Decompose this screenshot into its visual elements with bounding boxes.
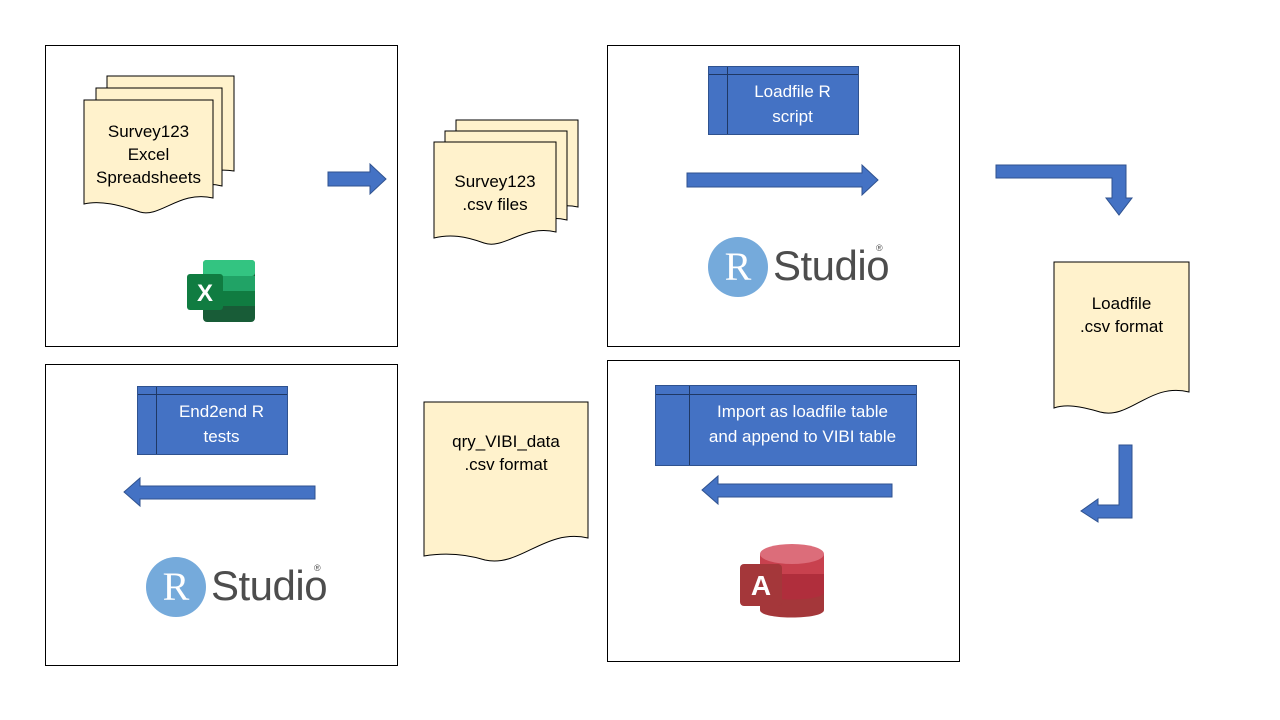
doc-survey-csv-label: Survey123 .csv files (454, 172, 536, 214)
arrow-left-2 (123, 476, 316, 508)
rstudio-word: Studio (773, 242, 890, 289)
arrow-bent-down (995, 164, 1134, 216)
process-import-append: Import as loadfile table and append to V… (655, 385, 917, 466)
rstudio-logo: R Studio ® (146, 557, 328, 617)
arrow-right-1 (327, 162, 387, 196)
rstudio-ball: R (708, 237, 768, 297)
rstudio-ball: R (146, 557, 206, 617)
arrow-left-1 (701, 474, 893, 506)
process-end2end-tests: End2end R tests (137, 386, 288, 455)
svg-text:X: X (197, 280, 213, 307)
access-icon: A (740, 544, 824, 618)
svg-text:A: A (751, 570, 771, 601)
arrow-bent-left (1080, 444, 1133, 523)
rstudio-reg: ® (314, 563, 321, 573)
doc-survey-excel-label: Survey123 Excel Spreadsheets (96, 122, 201, 187)
process-loadfile-label: Loadfile R script (754, 82, 831, 126)
process-import-label: Import as loadfile table and append to V… (708, 402, 897, 446)
rstudio-reg: ® (876, 243, 883, 253)
rstudio-word: Studio (211, 562, 328, 609)
process-end2end-label: End2end R tests (178, 402, 265, 446)
arrow-right-2 (686, 163, 879, 197)
rstudio-logo: R Studio ® (708, 237, 890, 297)
doc-loadfile-label: Loadfile .csv format (1079, 294, 1164, 336)
process-loadfile-script: Loadfile R script (708, 66, 859, 135)
excel-icon: X (187, 260, 255, 322)
doc-qry-label: qry_VIBI_data .csv format (452, 432, 560, 474)
